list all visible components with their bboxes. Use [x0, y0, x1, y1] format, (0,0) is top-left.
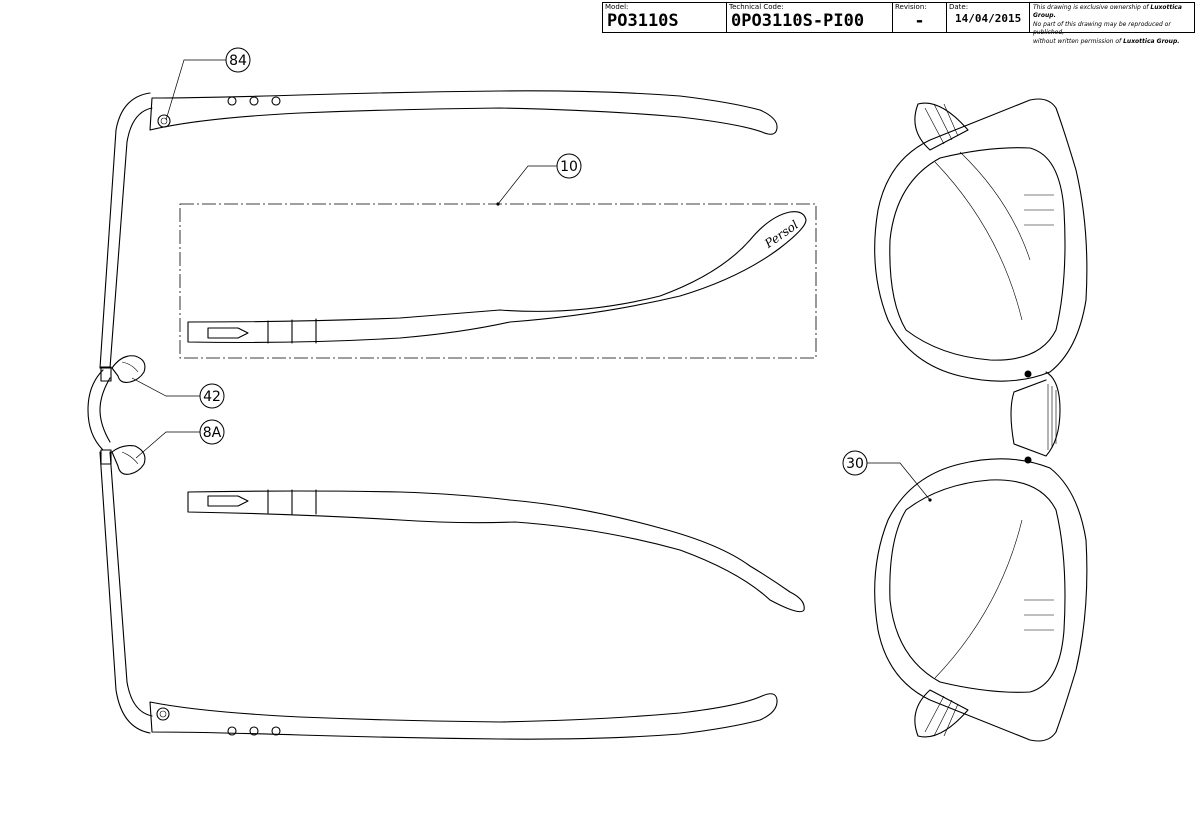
callout-label-30: 30	[846, 456, 864, 472]
bridge-front-view	[1010, 371, 1061, 457]
callout-label-84: 84	[229, 53, 247, 69]
top-view	[87, 90, 778, 740]
lower-rim-outer	[874, 458, 1088, 742]
front-view	[874, 98, 1088, 742]
technical-code-value: 0PO3110S-PI00	[731, 11, 865, 31]
callout-30: 30	[842, 450, 932, 502]
upper-temple-rivet-1	[227, 96, 237, 106]
notice-line2: No part of this drawing may be reproduce…	[1033, 20, 1171, 37]
date-cell: Date: 14/04/2015	[947, 3, 1030, 32]
lower-temple-stub	[914, 689, 969, 738]
nose-pad-lower	[111, 445, 146, 475]
callout-8a: 8A	[135, 419, 225, 459]
callout-84: 84	[165, 47, 251, 121]
revision-value: -	[914, 11, 925, 31]
date-label: Date:	[949, 3, 969, 11]
revision-cell: Revision: -	[893, 3, 947, 32]
lower-temple-rivet-2	[249, 726, 259, 736]
bridge-hinge-upper	[100, 366, 112, 382]
upper-temple-rivet-3	[271, 96, 281, 106]
temple-tip-slot	[207, 327, 249, 339]
ownership-notice: This drawing is exclusive ownership of L…	[1033, 4, 1192, 46]
title-block: Model: PO3110S Technical Code: 0PO3110S-…	[602, 2, 1195, 45]
callout-label-8a: 8A	[203, 425, 222, 441]
lower-rim-screw	[1024, 456, 1032, 464]
date-value: 14/04/2015	[955, 12, 1022, 25]
hinge-screw-lower	[156, 707, 170, 721]
lower-temple	[149, 693, 778, 740]
nose-pad-upper	[111, 355, 146, 383]
technical-code-cell: Technical Code: 0PO3110S-PI00	[727, 3, 893, 32]
notice-line1-company: Luxottica Group.	[1033, 4, 1182, 20]
notice-line3-company: Luxottica Group.	[1123, 37, 1180, 45]
temple-side-view-lower	[187, 490, 805, 613]
lower-temple-rivet-3	[271, 726, 281, 736]
temple-tip-slot-lower	[207, 495, 249, 507]
upper-lens	[889, 147, 1066, 361]
frame-front-upper	[99, 92, 153, 369]
notice-line3: without written permission of	[1033, 37, 1124, 45]
callout-label-10: 10	[560, 159, 578, 175]
ownership-notice-cell: This drawing is exclusive ownership of L…	[1030, 3, 1194, 45]
notice-line1: This drawing is exclusive ownership of	[1033, 4, 1151, 11]
upper-temple-stub	[914, 102, 969, 151]
technical-code-label: Technical Code:	[729, 3, 784, 11]
upper-rim-outer	[874, 98, 1088, 382]
bridge-top-view	[87, 369, 111, 451]
temple-side-view	[187, 211, 807, 344]
lower-temple-rivet-1	[227, 726, 237, 736]
frame-front-lower	[99, 451, 153, 734]
upper-rim-screw	[1024, 370, 1032, 378]
model-cell: Model: PO3110S	[603, 3, 727, 32]
model-value: PO3110S	[607, 11, 679, 31]
callout-42: 42	[131, 377, 225, 409]
temple-detail-10: Persol	[179, 203, 817, 613]
callout-label-42: 42	[203, 389, 221, 405]
upper-temple	[149, 90, 778, 135]
revision-label: Revision:	[895, 3, 927, 11]
lower-lens	[889, 479, 1066, 693]
model-label: Model:	[605, 3, 629, 11]
upper-temple-rivet-2	[249, 96, 259, 106]
callout-10: 10	[496, 153, 582, 206]
hinge-screw-upper	[157, 114, 171, 128]
bridge-hinge-lower	[100, 449, 112, 465]
